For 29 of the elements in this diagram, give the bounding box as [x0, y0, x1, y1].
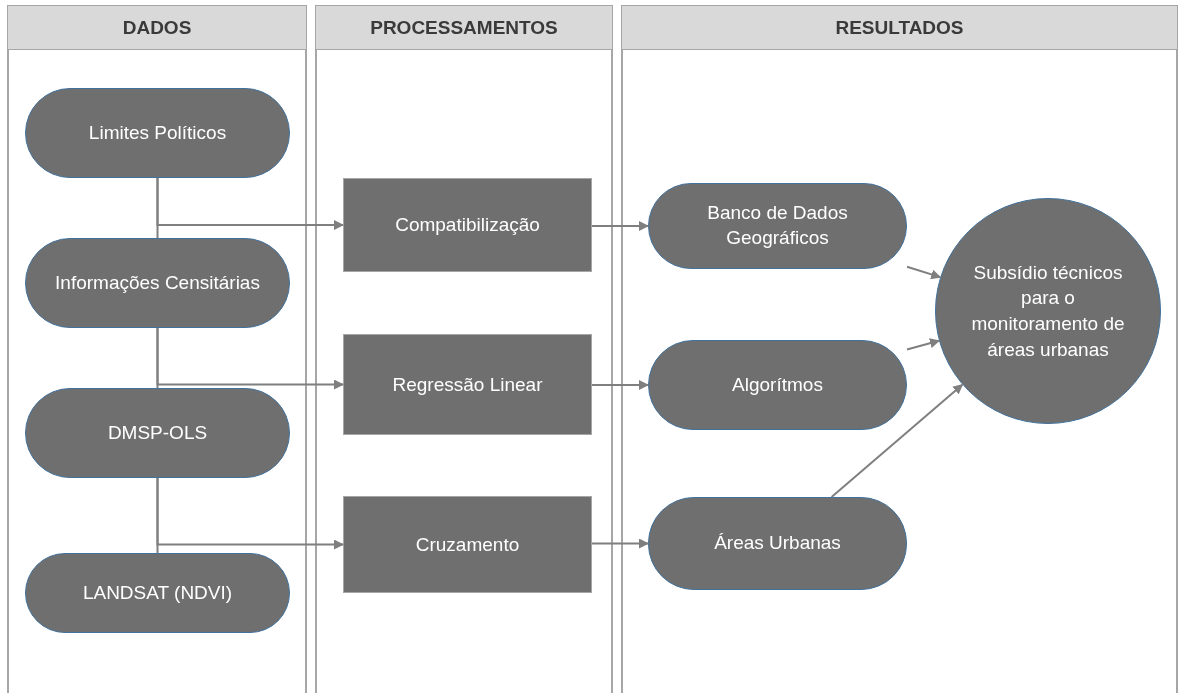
node-label: Cruzamento [415, 533, 520, 556]
node-label: Limites Políticos [88, 120, 227, 145]
swimlane [621, 5, 1178, 693]
process-box [343, 178, 592, 272]
swimlane [7, 5, 307, 693]
arrow [591, 221, 649, 231]
node-label: Compatibilização [395, 214, 540, 236]
lane-header: PROCESSAMENTOS [315, 5, 613, 50]
process-box [343, 496, 592, 593]
process-box [343, 334, 592, 435]
arrow [591, 380, 649, 390]
arrow [156, 177, 344, 230]
node-label: Informações Censitárias [55, 270, 260, 295]
lane-header: DADOS [7, 5, 307, 50]
node-label: LANDSAT (NDVI) [82, 580, 233, 605]
arrow [906, 338, 940, 351]
node-label: Subsídio técnicos para o monitoramento de áreas urbanas [970, 260, 1126, 362]
arrow [156, 477, 344, 550]
node-label: Algorítmos [732, 372, 823, 397]
arrow [906, 265, 942, 280]
arrow [156, 327, 344, 390]
node-label: Banco de Dados Geográficos [706, 201, 849, 250]
lane-header: RESULTADOS [621, 5, 1178, 50]
node-label: DMSP-OLS [107, 420, 208, 445]
node-label: Regressão Linear [392, 373, 543, 396]
node-label: Áreas Urbanas [714, 531, 841, 556]
arrow [591, 538, 649, 549]
arrow [830, 383, 964, 498]
swimlane [315, 5, 613, 693]
